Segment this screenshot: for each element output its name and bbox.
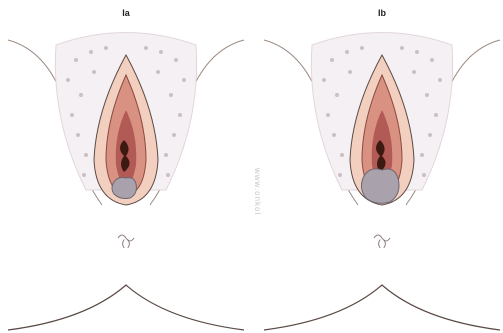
anatomy-illustration: ( ): [262, 0, 502, 333]
lesion: [361, 169, 399, 203]
svg-text:( ): ( ): [378, 238, 387, 248]
svg-text:( ): ( ): [122, 238, 131, 248]
buttocks-contour: [8, 285, 244, 330]
anatomy-illustration: ( ): [6, 0, 246, 333]
watermark: www.onkol: [252, 168, 262, 288]
diagram-panel-ia: Ia ( ): [6, 0, 246, 333]
buttocks-contour: [264, 285, 500, 330]
diagram-panel-ib: Ib ( ): [262, 0, 502, 333]
lesion: [112, 178, 136, 199]
